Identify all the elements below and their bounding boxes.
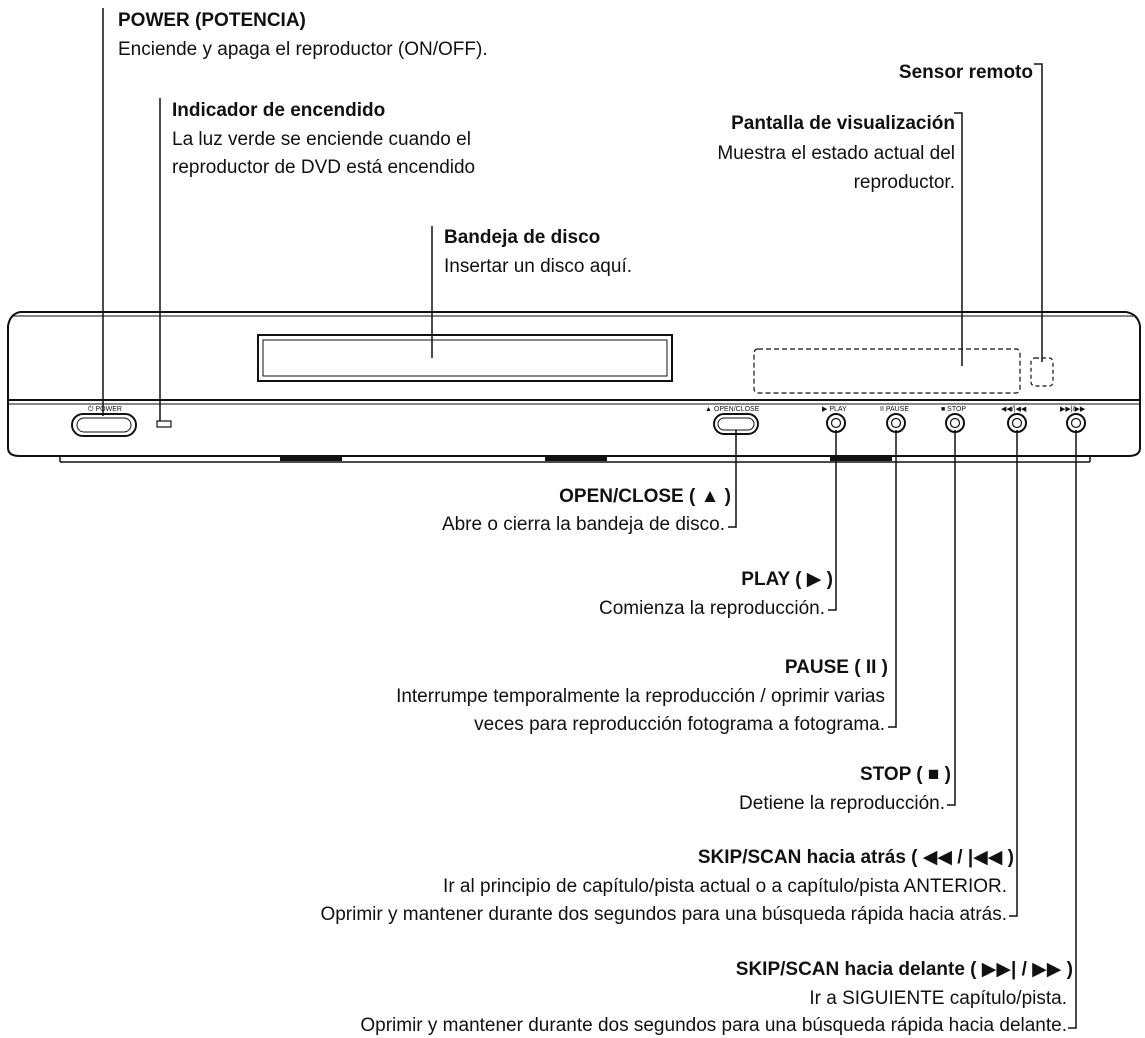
skip-forward-leader	[1068, 430, 1077, 1029]
remote-sensor-title: Sensor remoto	[898, 62, 1033, 83]
skip-back-title: SKIP/SCAN hacia atrás ( ◀◀ / |◀◀ )	[697, 847, 1014, 868]
stop-panel-label: ■ STOP	[941, 406, 966, 413]
skip-forward-title: SKIP/SCAN hacia delante ( ▶▶| / ▶▶ )	[735, 959, 1073, 980]
play-desc: Comienza la reproducción.	[598, 598, 825, 619]
stop-desc: Detiene la reproducción.	[739, 793, 945, 814]
play-button[interactable]	[826, 413, 846, 433]
power-title: POWER (POTENCIA)	[118, 10, 306, 31]
pause-desc-1: Interrumpe temporalmente la reproducción…	[396, 686, 885, 707]
skip-back-desc-2: Oprimir y mantener durante dos segundos …	[320, 904, 1007, 925]
display-desc-2: reproductor.	[853, 172, 955, 193]
leader-lines	[102, 8, 1077, 1029]
indicator-desc-2: reproductor de DVD está encendido	[172, 157, 476, 178]
dvd-player-body	[7, 311, 1141, 463]
open-close-panel-label: ▲ OPEN/CLOSE	[705, 406, 760, 413]
tray-desc: Insertar un disco aquí.	[444, 256, 632, 277]
display-title: Pantalla de visualización	[731, 113, 955, 134]
pause-title: PAUSE ( II )	[784, 657, 888, 678]
stop-title: STOP ( ■ )	[859, 764, 951, 785]
skip-back-leader	[1009, 430, 1018, 917]
skip-back-desc-1: Ir al principio de capítulo/pista actual…	[443, 876, 1007, 897]
power-panel-label: ⏻ POWER	[88, 405, 122, 413]
pause-desc-2: veces para reproducción fotograma a foto…	[474, 714, 885, 735]
stop-button[interactable]	[945, 413, 965, 433]
skip-back-panel-label: ◀◀/|◀◀	[1001, 406, 1027, 413]
power-desc: Enciende y apaga el reproductor (ON/OFF)…	[118, 39, 488, 60]
skip-back-button[interactable]	[1007, 413, 1027, 433]
stop-leader	[947, 430, 956, 806]
display-desc-1: Muestra el estado actual del	[717, 143, 955, 164]
skip-forward-desc-1: Ir a SIGUIENTE capítulo/pista.	[809, 988, 1067, 1009]
disc-tray[interactable]	[257, 334, 673, 382]
power-indicator-light	[156, 420, 172, 428]
skip-forward-panel-label: ▶▶|/▶▶	[1060, 406, 1086, 413]
open-close-leader	[728, 508, 737, 528]
remote-sensor-leader	[1034, 63, 1043, 362]
open-close-desc: Abre o cierra la bandeja de disco.	[441, 514, 725, 535]
play-panel-label: ▶ PLAY	[822, 406, 847, 413]
indicator-title: Indicador de encendido	[172, 100, 386, 121]
pause-button[interactable]	[886, 413, 906, 433]
pause-panel-label: II PAUSE	[880, 406, 909, 413]
remote-sensor	[1030, 357, 1054, 387]
skip-forward-desc-2: Oprimir y mantener durante dos segundos …	[360, 1015, 1067, 1036]
tray-title: Bandeja de disco	[444, 227, 601, 248]
skip-forward-button[interactable]	[1066, 413, 1086, 433]
indicator-desc-1: La luz verde se enciende cuando el	[172, 129, 471, 150]
play-leader	[828, 430, 837, 611]
open-close-title: OPEN/CLOSE ( ▲ )	[559, 486, 731, 507]
play-title: PLAY ( ▶ )	[741, 569, 833, 590]
display-leader	[954, 112, 963, 366]
pause-leader	[888, 430, 897, 728]
power-button[interactable]	[71, 413, 137, 437]
display-window	[753, 348, 1021, 394]
